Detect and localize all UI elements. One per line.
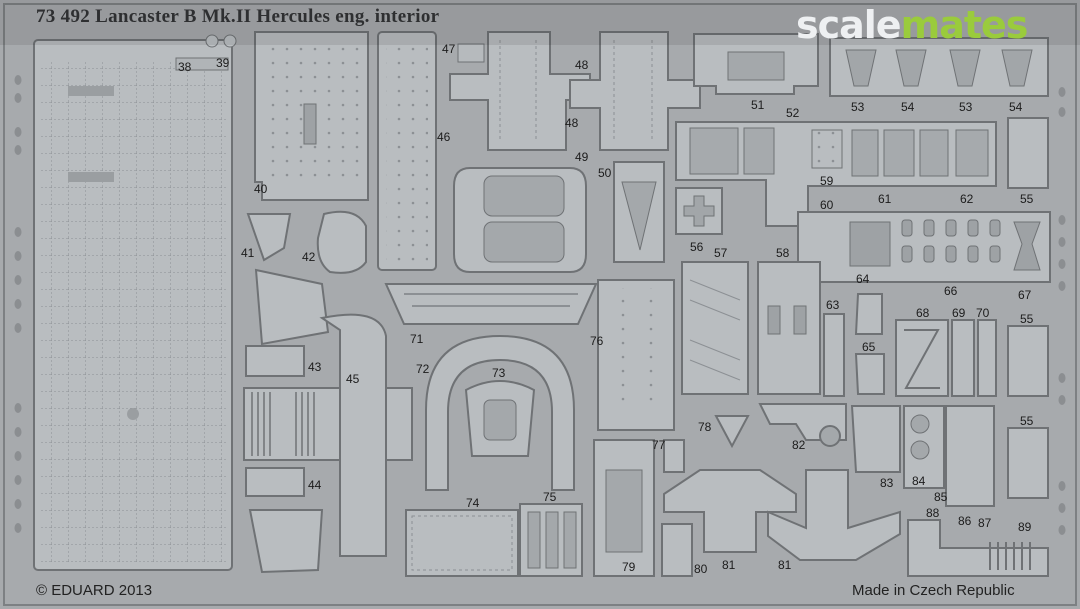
part-number-55: 55 xyxy=(1020,192,1034,206)
part-71 xyxy=(384,283,598,325)
part-number-84: 84 xyxy=(912,474,926,488)
part-77 xyxy=(663,439,685,473)
part-number-70: 70 xyxy=(976,306,990,320)
part-47 xyxy=(457,43,485,63)
parts-68-70 xyxy=(895,319,997,397)
part-74 xyxy=(405,509,519,577)
part-79 xyxy=(593,439,655,577)
part-number-63: 63 xyxy=(826,298,840,312)
part-42 xyxy=(316,210,367,274)
part-number-88: 88 xyxy=(926,506,940,520)
part-number-48: 48 xyxy=(575,58,589,72)
fret-title: 73 492 Lancaster B Mk.II Hercules eng. i… xyxy=(36,6,440,27)
part-39 xyxy=(205,34,237,48)
part-number-41: 41 xyxy=(241,246,255,260)
part-65b xyxy=(854,353,885,395)
part-number-52: 52 xyxy=(786,106,800,120)
part-number-75: 75 xyxy=(543,490,557,504)
part-number-44: 44 xyxy=(308,478,322,492)
part-number-82: 82 xyxy=(792,438,806,452)
part-number-62: 62 xyxy=(960,192,974,206)
copyright-text: © EDUARD 2013 xyxy=(36,582,153,599)
part-number-74: 74 xyxy=(466,496,480,510)
parts-53-54 xyxy=(829,37,1049,97)
part-number-66: 66 xyxy=(944,284,958,298)
part-number-46: 46 xyxy=(437,130,451,144)
part-number-67: 67 xyxy=(1018,288,1032,302)
part-40 xyxy=(254,31,369,201)
part-number-81: 81 xyxy=(722,558,736,572)
part-number-80: 80 xyxy=(694,562,708,576)
part-82 xyxy=(758,403,847,447)
part-number-64: 64 xyxy=(856,272,870,286)
part-number-54: 54 xyxy=(1009,100,1023,114)
part-number-57: 57 xyxy=(714,246,728,260)
part-76 xyxy=(597,279,675,431)
part-80 xyxy=(661,523,693,577)
part-46 xyxy=(377,31,437,271)
part-number-60: 60 xyxy=(820,198,834,212)
part-56 xyxy=(675,187,723,235)
part-number-56: 56 xyxy=(690,240,704,254)
origin-text: Made in Czech Republic xyxy=(852,582,1015,599)
part-number-61: 61 xyxy=(878,192,892,206)
part-number-55: 55 xyxy=(1020,414,1034,428)
part-number-73: 73 xyxy=(492,366,506,380)
part-number-43: 43 xyxy=(308,360,322,374)
part-number-47: 47 xyxy=(442,42,456,56)
part-41 xyxy=(246,213,292,262)
part-38-floor xyxy=(33,39,233,571)
header-band xyxy=(0,0,1080,45)
part-number-72: 72 xyxy=(416,362,430,376)
parts-72-73 xyxy=(425,334,575,491)
part-number-85: 85 xyxy=(934,490,948,504)
part-number-71: 71 xyxy=(410,332,424,346)
part-number-48: 48 xyxy=(565,116,579,130)
part-number-79: 79 xyxy=(622,560,636,574)
part-number-49: 49 xyxy=(575,150,589,164)
part-number-81: 81 xyxy=(778,558,792,572)
part-number-38: 38 xyxy=(178,60,192,74)
part-number-78: 78 xyxy=(698,420,712,434)
part-number-53: 53 xyxy=(851,100,865,114)
part-number-58: 58 xyxy=(776,246,790,260)
part-48 xyxy=(449,31,701,151)
part-number-39: 39 xyxy=(216,56,230,70)
part-number-40: 40 xyxy=(254,182,268,196)
part-number-89: 89 xyxy=(1018,520,1032,534)
part-55 xyxy=(1007,117,1049,499)
part-number-76: 76 xyxy=(590,334,604,348)
part-number-69: 69 xyxy=(952,306,966,320)
part-89 xyxy=(989,542,1031,570)
left-sprue-tabs xyxy=(14,75,1066,535)
part-number-42: 42 xyxy=(302,250,316,264)
part-number-55: 55 xyxy=(1020,312,1034,326)
part-number-53: 53 xyxy=(959,100,973,114)
part-number-83: 83 xyxy=(880,476,894,490)
part-number-86: 86 xyxy=(958,514,972,528)
part-number-87: 87 xyxy=(978,516,992,530)
part-number-77: 77 xyxy=(652,438,666,452)
part-number-65: 65 xyxy=(862,340,876,354)
part-65a xyxy=(854,293,883,335)
part-number-54: 54 xyxy=(901,100,915,114)
part-78 xyxy=(714,415,750,449)
part-number-50: 50 xyxy=(598,166,612,180)
parts-43-45 xyxy=(243,268,413,574)
part-81b xyxy=(767,469,901,561)
part-number-51: 51 xyxy=(751,98,765,112)
part-number-59: 59 xyxy=(820,174,834,188)
part-49 xyxy=(453,167,587,273)
part-number-68: 68 xyxy=(916,306,930,320)
part-number-45: 45 xyxy=(346,372,360,386)
part-75 xyxy=(519,503,583,577)
watermark-logo: scalemates xyxy=(796,3,1028,47)
part-58 xyxy=(757,261,821,395)
part-81a xyxy=(663,469,797,553)
part-63 xyxy=(823,313,845,397)
part-57 xyxy=(681,261,749,395)
